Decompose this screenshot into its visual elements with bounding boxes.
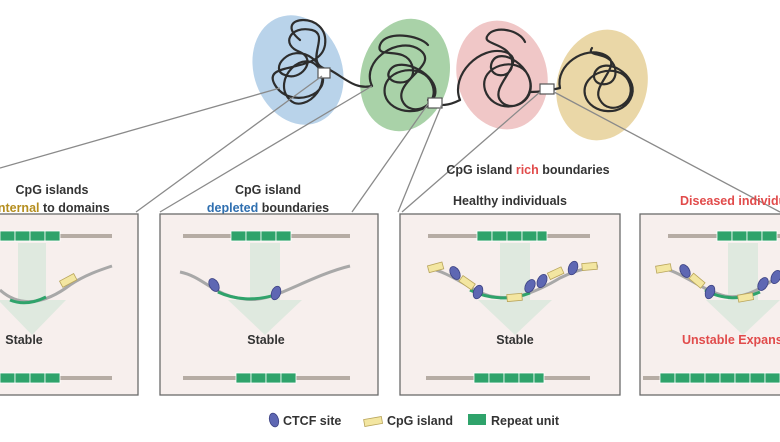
ctcf-site	[208, 278, 220, 292]
boundary-markers	[317, 67, 555, 109]
panel-diseased: Diseased individuals Unstable Expansion	[639, 194, 780, 396]
legend-cpg-label: CpG island	[387, 414, 453, 428]
panel-2-state: Stable	[247, 333, 285, 347]
panel-3-title: Healthy individuals	[453, 194, 567, 208]
chromatin-fiber	[271, 18, 634, 113]
panel-2-arrow	[228, 243, 302, 335]
panel-4-title: Diseased individuals	[680, 194, 780, 208]
panel-1-title-line1: CpG islands	[16, 183, 89, 197]
ctcf-site	[270, 285, 282, 301]
repeat-unit-icon	[468, 414, 486, 425]
legend-ctcf-label: CTCF site	[283, 414, 341, 428]
boundary-box-1	[317, 67, 331, 79]
panel-1-arrow	[0, 243, 66, 335]
boundary-box-2	[427, 97, 443, 109]
panel-4-cpg-islands	[655, 263, 755, 303]
panel-1-bottom-repeats	[0, 372, 61, 384]
panel-2-title-line1: CpG island	[235, 183, 301, 197]
ctcf-site-icon	[268, 412, 280, 428]
panel-4-bottom-repeats	[659, 372, 780, 384]
panel-healthy: Healthy individuals Stable	[399, 194, 621, 396]
panel-2-title-line2: depleted boundaries	[207, 201, 329, 215]
panel-2-bottom-repeats	[235, 372, 297, 384]
cpg-island	[58, 273, 78, 288]
panel-4-arrow	[706, 243, 780, 335]
zoom-lines	[0, 75, 780, 213]
panel-4-ctcf-sites	[679, 264, 780, 300]
panel-4-top-repeats	[716, 230, 778, 242]
legend: CTCF site CpG island Repeat unit	[268, 412, 560, 428]
panel-3-cpg-islands	[426, 261, 598, 303]
panel-2-top-repeats	[230, 230, 292, 242]
panel-4-state: Unstable Expansion	[682, 333, 780, 347]
panel-1-state: Stable	[5, 333, 43, 347]
panel-1-title-line2: internal to domains	[0, 201, 110, 215]
cpg-island-icon	[363, 416, 384, 427]
panel-3-arrow	[478, 243, 552, 335]
legend-repeat-label: Repeat unit	[491, 414, 560, 428]
panel-3-top-repeats	[476, 230, 548, 242]
boundary-box-3	[539, 83, 555, 95]
panel-3-state: Stable	[496, 333, 534, 347]
panel-depleted: CpG island depleted boundaries Stable	[159, 183, 379, 396]
domain-ellipse-green	[360, 18, 450, 132]
domain-ellipse-blue	[252, 15, 344, 125]
panel-1-top-repeats	[0, 230, 61, 242]
panel-3-bottom-repeats	[473, 372, 545, 384]
rich-boundaries-label: CpG island rich boundaries	[446, 163, 609, 177]
panel-internal: CpG islands internal to domains Stable	[0, 183, 139, 396]
panel-3-ctcf-sites	[449, 260, 579, 300]
